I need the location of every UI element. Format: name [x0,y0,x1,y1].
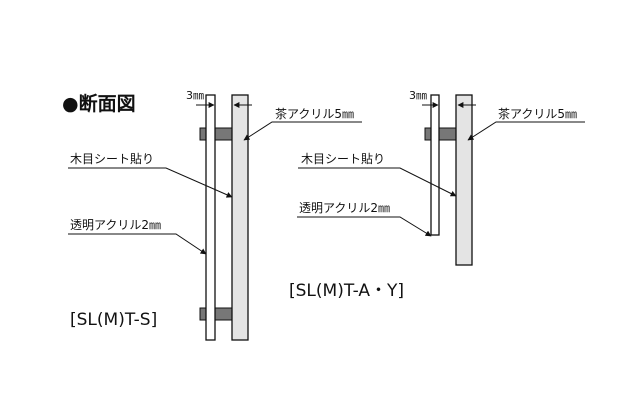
label-clear-acrylic: 透明アクリル2㎜ [299,201,390,215]
leader-clear-acrylic [297,216,432,237]
section-title: ●断面図 [62,92,136,115]
label-clear-acrylic: 透明アクリル2㎜ [70,218,161,232]
spacer-bottom [199,307,234,321]
label-brown-acrylic: 茶アクリル5㎜ [275,106,354,121]
label-brown-acrylic: 茶アクリル5㎜ [498,106,577,121]
leader-brown-acrylic [467,121,585,141]
leader-woodgrain [68,167,233,198]
spacer-top [199,127,234,141]
spacer-top [424,127,459,141]
leader-woodgrain [298,167,457,197]
label-woodgrain: 木目シート貼り [301,151,385,166]
right-diagram: 3㎜ 茶アクリル5㎜ 木目シート貼り 透明アクリル2㎜ [SL(M)T-A・Y] [289,89,585,301]
clear-acrylic-panel [430,94,440,236]
clear-acrylic-panel [205,94,216,341]
brown-acrylic-panel [455,94,473,266]
dim-label: 3㎜ [409,89,427,102]
leader-brown-acrylic [243,121,362,141]
model-label: [SL(M)T-S] [70,310,157,330]
brown-acrylic-panel [231,94,249,341]
label-woodgrain: 木目シート貼り [70,151,154,166]
leader-clear-acrylic [68,233,207,255]
left-diagram: 3㎜ 茶アクリル5㎜ 木目シート貼り 透明アクリル2㎜ [SL(M)T-S] [68,89,362,341]
model-label: [SL(M)T-A・Y] [289,281,404,301]
dim-label: 3㎜ [186,89,204,102]
